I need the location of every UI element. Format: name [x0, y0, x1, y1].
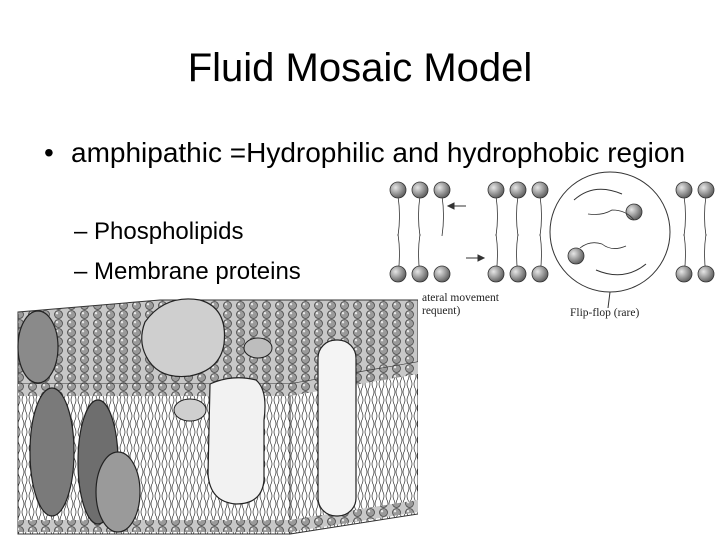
bullet-text: amphipathic =Hydrophilic and hydrophobic… [71, 137, 686, 168]
sub-dash: – [74, 218, 88, 245]
caption-line: requent) [422, 305, 461, 317]
lipid-movement-illustration [389, 171, 715, 309]
subitem-membrane-proteins: – Membrane proteins [74, 258, 301, 286]
sub-dash: – [74, 258, 88, 285]
subitem-phospholipids: – Phospholipids [74, 218, 243, 246]
flip-flop-caption: Flip-flop (rare) [570, 307, 640, 319]
caption-line: ateral movement [422, 292, 499, 304]
bullet-symbol: • [44, 137, 54, 168]
subitem-label: Membrane proteins [94, 258, 301, 285]
subitem-label: Phospholipids [94, 218, 244, 245]
lateral-movement-caption: ateral movement requent) [422, 292, 499, 318]
fluid-mosaic-illustration [17, 298, 418, 535]
slide-title: Fluid Mosaic Model [187, 46, 533, 90]
